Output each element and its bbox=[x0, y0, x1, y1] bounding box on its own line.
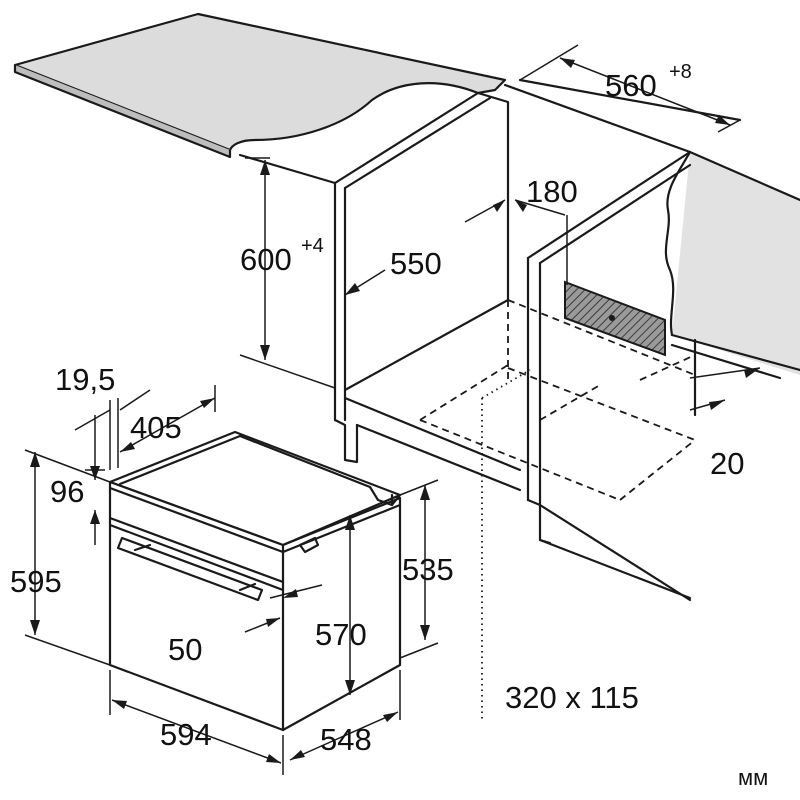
label-top-offset: 96 bbox=[50, 474, 84, 509]
vent-opening bbox=[564, 280, 666, 357]
label-cabinet-height: 600 bbox=[240, 242, 292, 277]
right-wall bbox=[664, 150, 800, 417]
label-cabinet-width-tolerance: +8 bbox=[669, 61, 692, 83]
label-oven-width: 594 bbox=[160, 717, 212, 752]
oven bbox=[108, 430, 402, 732]
label-top-depth: 405 bbox=[130, 410, 182, 445]
label-unit: мм bbox=[738, 765, 768, 790]
label-vent-opening: 320 x 115 bbox=[505, 680, 639, 715]
dimension-labels: 560 +8 600 +4 550 180 20 320 x 115 19,5 … bbox=[10, 61, 768, 790]
label-cabinet-height-tolerance: +4 bbox=[301, 235, 324, 257]
label-cabinet-width: 560 bbox=[605, 68, 657, 103]
label-body-height: 535 bbox=[402, 552, 454, 587]
label-door-gap: 50 bbox=[168, 632, 202, 667]
label-body-height-inner: 570 bbox=[315, 617, 367, 652]
label-oven-depth: 548 bbox=[320, 722, 372, 757]
cabinet-niche bbox=[238, 78, 742, 722]
dimension-lines bbox=[24, 44, 761, 775]
label-cabinet-depth: 550 bbox=[390, 246, 442, 281]
worktop bbox=[13, 12, 507, 159]
label-vent-depth: 180 bbox=[526, 174, 578, 209]
label-oven-height: 595 bbox=[10, 564, 62, 599]
label-back-gap: 20 bbox=[710, 446, 744, 481]
label-front-offset: 19,5 bbox=[55, 362, 115, 397]
